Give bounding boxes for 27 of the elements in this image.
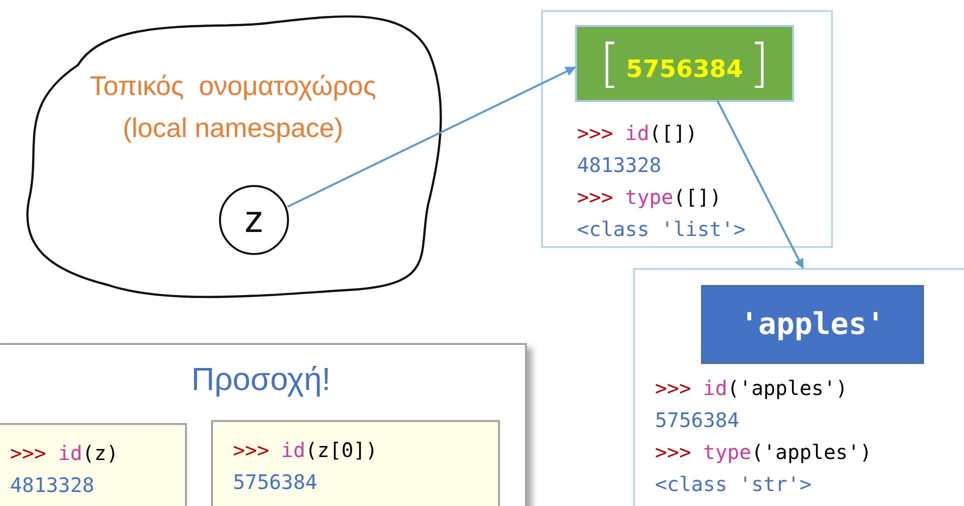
object-panel (541, 10, 833, 248)
object-panel (633, 268, 964, 506)
variable-name: z (244, 201, 264, 239)
output-line: 4813328 (577, 152, 662, 179)
output-line: 5756384 (655, 407, 740, 434)
code-line: >>> id('apples') (655, 375, 848, 402)
code-box (211, 420, 500, 506)
output-line: <class 'list'> (577, 216, 746, 243)
output-line: 4813328 (10, 472, 94, 499)
namespace-label: Τοπικός ονοματοχώρος (88, 71, 378, 102)
output-line: 5756384 (233, 469, 318, 496)
output-line: <class 'str'> (655, 471, 812, 498)
list-contents: [5756384] (600, 38, 770, 90)
namespace-label: (local namespace) (122, 113, 344, 144)
code-line: >>> type('apples') (655, 439, 872, 466)
arrow (287, 66, 576, 208)
code-line: >>> id(z[0]) (233, 437, 378, 464)
list-object-box (575, 25, 794, 102)
code-line: >>> id([]) (577, 120, 698, 147)
string-object-box (701, 285, 924, 364)
note-title: Προσοχή! (190, 361, 332, 398)
string-value: 'apples' (740, 307, 885, 342)
code-line: >>> type([]) (577, 184, 722, 211)
note-panel (0, 343, 527, 506)
arrow (716, 100, 804, 269)
code-box (0, 423, 187, 506)
code-line: >>> id(z) (10, 440, 118, 467)
